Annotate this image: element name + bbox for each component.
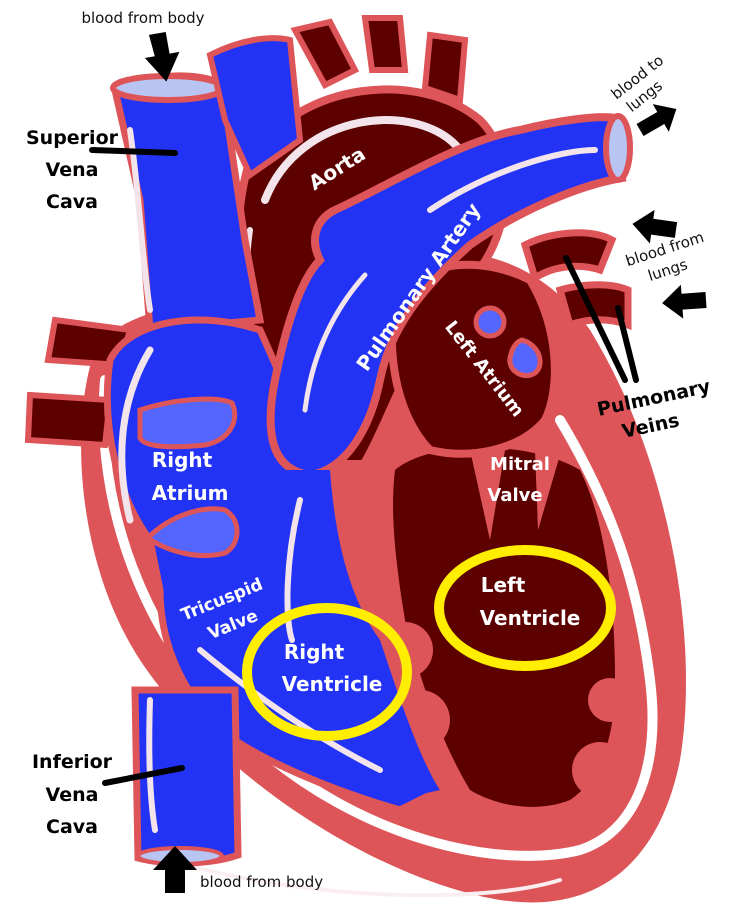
arrow-up-right-icon [636, 104, 677, 137]
right-atrium-opening-lower [144, 506, 240, 558]
pulmonary-vein-lower [555, 281, 632, 331]
svc-label-line-3: Cava [46, 191, 98, 213]
pulmonary-artery-highlight [427, 147, 598, 213]
aorta-highlight [261, 116, 464, 204]
outer-wall-highlight-2 [168, 858, 562, 898]
arrow-up-icon [153, 846, 197, 893]
ivc-pointer-line [102, 765, 185, 786]
ivc-label-line-2: Vena [46, 784, 99, 806]
mitral-leaflet-left [470, 450, 505, 540]
aorta-branch-1 [290, 18, 360, 89]
pulmonary-artery-highlight-2 [302, 272, 368, 413]
right-atrium-label-line-1: Right [152, 448, 213, 472]
svc-label-line-2: Vena [46, 159, 99, 181]
rv-highlight-2 [197, 647, 383, 773]
outer-wall-highlight [98, 375, 658, 861]
right-atrium-highlight [118, 346, 154, 524]
right-atrium-opening-upper [137, 396, 238, 450]
aorta-branch-2 [361, 15, 409, 73]
rv-highlight [284, 497, 303, 643]
arrow-down-icon [144, 31, 180, 82]
svc-label-line-1: Superior [26, 127, 119, 149]
svc-pointer-line [89, 147, 178, 156]
svc-highlight [127, 127, 153, 313]
blood-from-body-top-note: blood from body [81, 9, 204, 27]
septum-muscle [330, 460, 520, 820]
pulmonary-vein-pointer-2 [615, 305, 639, 383]
lv-muscle-bump [572, 742, 628, 798]
arrow-left-icon [632, 209, 678, 244]
mitral-valve-label-line-2: Valve [487, 485, 542, 506]
pulmonary-vein-opening-2 [507, 337, 543, 379]
ivc-label-line-1: Inferior [32, 751, 113, 773]
right-atrium-label-line-2: Atrium [152, 481, 229, 505]
left-ventricle-label-line-1: Left [481, 573, 526, 597]
lv-muscle-bump [588, 678, 632, 722]
right-ventricle-highlight-circle [242, 603, 412, 741]
mitral-valve-label-line-1: Mitral [490, 454, 550, 475]
left-ventricle-label-line-2: Ventricle [480, 606, 581, 630]
left-atrium [387, 260, 559, 458]
pulmonary-vein-pointer-1 [563, 255, 628, 383]
svc-opening [110, 73, 226, 103]
mitral-leaflet-right [535, 450, 560, 530]
pulmonary-vein-upper [520, 229, 617, 284]
left-vessel-stub-2 [24, 391, 114, 449]
aorta-branch-3 [421, 31, 469, 105]
blood-from-body-bottom-note: blood from body [200, 873, 323, 891]
ivc-label-line-3: Cava [46, 816, 98, 838]
right-ventricle-label-line-2: Ventricle [282, 672, 383, 696]
arrow-left-icon [662, 284, 707, 319]
pulmonary-vein-opening-1 [473, 305, 507, 339]
left-ventricle-highlight-circle [434, 545, 616, 671]
right-ventricle-label-line-1: Right [284, 640, 345, 664]
brachiocephalic-vein [206, 35, 304, 180]
pulmonary-artery [266, 113, 627, 480]
pulmonary-artery-opening [603, 113, 633, 183]
